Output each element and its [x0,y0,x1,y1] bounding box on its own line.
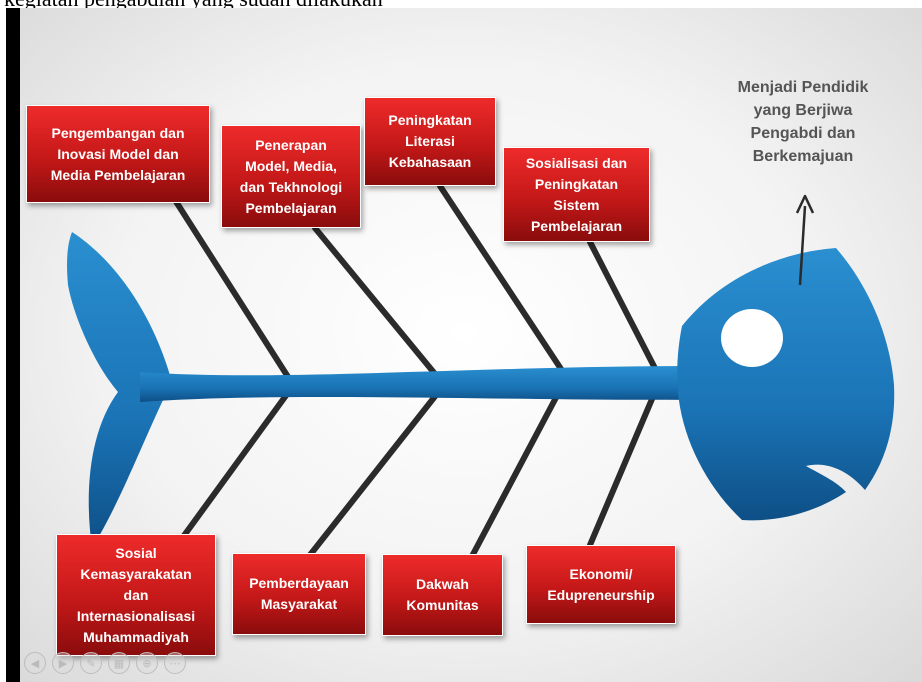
cause-box-top-3: Peningkatan Literasi Kebahasaan [364,97,496,186]
page-header-text: kegiatan pengabdian yang sudah dilakukan [4,0,383,12]
next-icon[interactable]: ▶ [52,652,74,674]
goal-arrow [798,205,807,286]
previous-icon[interactable]: ◀ [24,652,46,674]
cause-box-bottom-2: Pemberdayaan Masyarakat [232,553,366,635]
more-icon[interactable]: ⋯ [164,652,186,674]
slideshow-controls: ◀ ▶ ✎ ▦ ⊕ ⋯ [24,652,186,674]
cause-box-top-1: Pengembangan dan Inovasi Model dan Media… [26,105,210,203]
bone-top-2 [312,225,443,383]
slide-left-border [6,8,20,682]
cause-box-bottom-3: Dakwah Komunitas [382,554,503,636]
cause-box-top-2: Penerapan Model, Media, dan Tekhnologi P… [221,125,361,228]
fish-head [677,248,895,521]
fish-eye [721,309,783,367]
goal-effect-text: Menjadi Pendidik yang Berjiwa Pengabdi d… [737,79,869,165]
cause-box-bottom-1: Sosial Kemasyarakatan dan Internasionali… [56,534,216,656]
cause-box-top-4: Sosialisasi dan Peningkatan Sistem Pembe… [503,147,650,242]
bone-top-1 [172,197,293,383]
bone-bottom-3 [467,387,563,563]
goal-arrow-head [795,194,815,214]
bone-top-3 [437,183,568,378]
fish-spine [140,366,700,402]
bone-top-4 [587,239,663,381]
bone-bottom-4 [587,389,658,548]
slides-icon[interactable]: ▦ [108,652,130,674]
pen-icon[interactable]: ✎ [80,652,102,674]
bone-bottom-2 [307,387,443,558]
zoom-icon[interactable]: ⊕ [136,652,158,674]
cause-box-bottom-4: Ekonomi/ Edupreneurship [526,545,676,624]
bone-bottom-1 [172,387,293,551]
fish-tail [67,232,172,548]
